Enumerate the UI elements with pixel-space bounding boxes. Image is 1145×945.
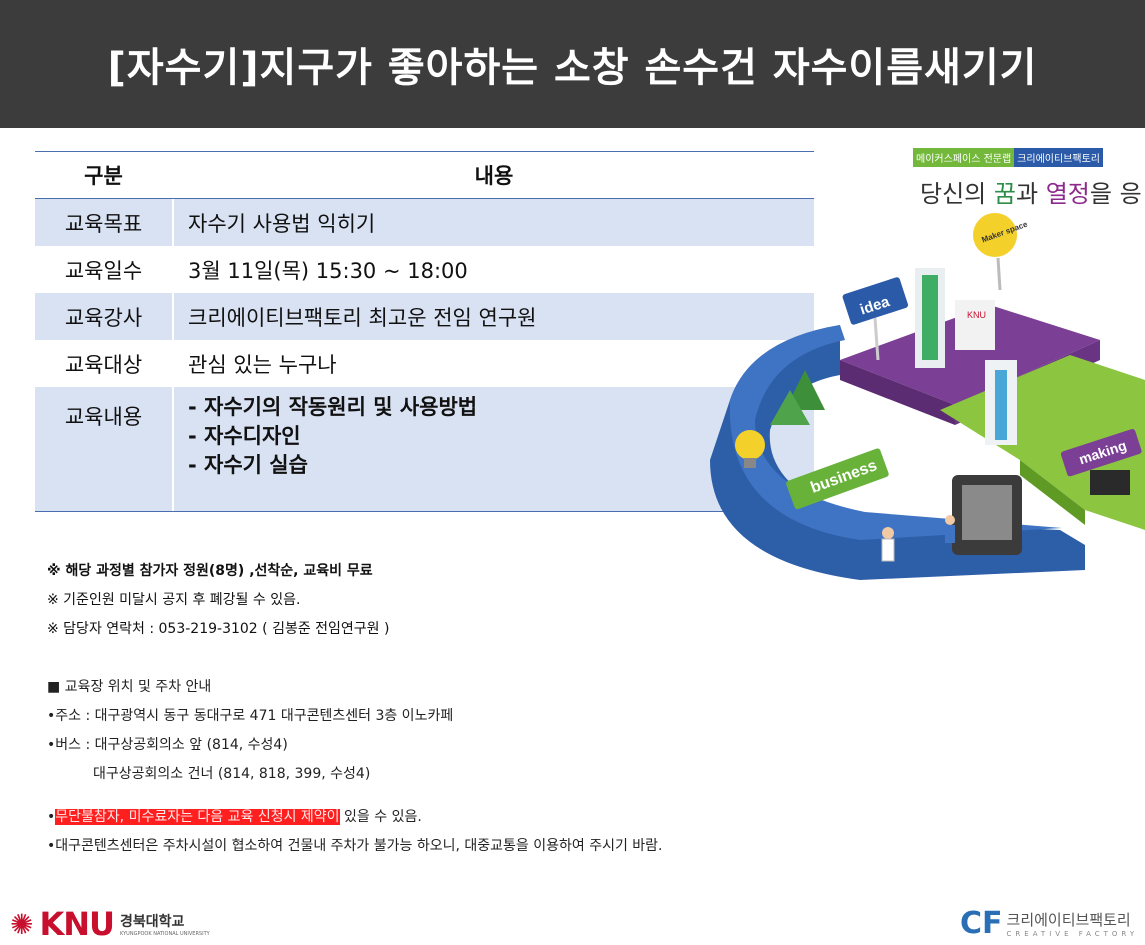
row-value-date: 3월 11일(목) 15:30 ~ 18:00 bbox=[172, 246, 814, 293]
content-item: - 자수디자인 bbox=[188, 424, 301, 448]
info-table: 구분 내용 교육목표 자수기 사용법 익히기 교육일수 3월 11일(목) 15… bbox=[35, 151, 814, 512]
maker-space-badge bbox=[973, 213, 1017, 257]
table-row: 교육강사 크리에이티브팩토리 최고운 전임 연구원 bbox=[35, 293, 814, 340]
warning-bullet: • bbox=[47, 809, 56, 825]
knu-name-kr: 경북대학교 bbox=[120, 914, 185, 930]
lightbulb-icon bbox=[735, 430, 765, 460]
making-sign bbox=[1060, 429, 1142, 477]
badge-makerspace: 메이커스페이스 전문랩 bbox=[913, 148, 1015, 167]
table-header-content: 내용 bbox=[172, 152, 814, 198]
tagline-dream: 꿈 bbox=[993, 180, 1016, 208]
cf-name-kr: 크리에이티브팩토리 bbox=[1006, 911, 1131, 929]
row-value-goal: 자수기 사용법 익히기 bbox=[172, 199, 814, 246]
note-capacity: ※ 해당 과정별 참가자 정원(8명) ,선착순, 교육비 무료 bbox=[47, 563, 373, 579]
location-bus-2: 대구상공회의소 건너 (814, 818, 399, 수성4) bbox=[93, 766, 371, 782]
location-heading: ■ 교육장 위치 및 주차 안내 bbox=[47, 679, 212, 695]
knu-building bbox=[955, 300, 995, 350]
purple-platform bbox=[840, 305, 1100, 405]
row-label-content: 교육내용 bbox=[64, 405, 143, 429]
knu-logo: ✺ KNU 경북대학교 KYUNGPOOK NATIONAL UNIVERSIT… bbox=[10, 905, 210, 943]
table-header-row: 구분 내용 bbox=[35, 152, 814, 199]
table-row: 교육일수 3월 11일(목) 15:30 ~ 18:00 bbox=[35, 246, 814, 293]
tagline-part: 과 bbox=[1015, 180, 1046, 208]
tree-icon bbox=[770, 390, 810, 425]
note-cancel: ※ 기준인원 미달시 공지 후 폐강될 수 있음. bbox=[47, 592, 301, 608]
table-row: 교육내용 - 자수기의 작동원리 및 사용방법 - 자수디자인 - 자수기 실습 bbox=[35, 387, 814, 511]
row-label-goal: 교육목표 bbox=[64, 211, 143, 236]
green-platform-side bbox=[1020, 460, 1085, 525]
row-value-target: 관심 있는 누구나 bbox=[172, 340, 814, 387]
idea-sign bbox=[842, 277, 909, 325]
creative-factory-logo: CF 크리에이티브팩토리 CREATIVE FACTORY bbox=[960, 906, 1138, 941]
spacer bbox=[47, 792, 663, 806]
warning-highlight: 무단불참자, 미수료자는 다음 교육 신청시 제약이 bbox=[55, 809, 340, 825]
chip-icon bbox=[1090, 470, 1130, 495]
note-contact: ※ 담당자 연락처 : 053-219-3102 ( 김봉준 전임연구원 ) bbox=[47, 621, 390, 637]
badge-creative-factory: 크리에이티브팩토리 bbox=[1014, 148, 1103, 167]
warning-line: •무단불참자, 미수료자는 다음 교육 신청시 제약이 있을 수 있음. bbox=[47, 806, 663, 835]
content-item: - 자수기의 작동원리 및 사용방법 bbox=[188, 395, 478, 419]
warning-rest: 있을 수 있음. bbox=[339, 809, 422, 825]
row-value-content: - 자수기의 작동원리 및 사용방법 - 자수디자인 - 자수기 실습 bbox=[172, 387, 814, 511]
illustration-tagline: 당신의 꿈과 열정을 응 bbox=[920, 174, 1145, 209]
makerspace-illustration: KNU idea Maker space business making bbox=[710, 213, 1145, 580]
knu-emblem-icon: ✺ bbox=[10, 907, 34, 941]
knu-sign: KNU bbox=[967, 310, 986, 320]
illustration-badges: 메이커스페이스 전문랩 크리에이티브팩토리 bbox=[913, 148, 1103, 167]
person-icon bbox=[945, 515, 955, 525]
table-row: 교육대상 관심 있는 누구나 bbox=[35, 340, 814, 387]
content-item: - 자수기 실습 bbox=[188, 453, 308, 477]
tagline-part: 당신의 bbox=[920, 180, 994, 208]
cf-name: 크리에이티브팩토리 CREATIVE FACTORY bbox=[1007, 909, 1139, 938]
tagline-passion: 열정 bbox=[1045, 180, 1090, 208]
parking-note: •대구콘텐츠센터은 주차시설이 협소하여 건물내 주차가 불가능 하오니, 대중… bbox=[47, 838, 663, 854]
page-title: [자수기]지구가 좋아하는 소창 손수건 자수이름새기기 bbox=[107, 45, 1038, 91]
purple-platform-side bbox=[840, 360, 955, 425]
row-label-target: 교육대상 bbox=[64, 352, 143, 377]
table-row: 교육목표 자수기 사용법 익히기 bbox=[35, 199, 814, 246]
cf-name-en: CREATIVE FACTORY bbox=[1006, 930, 1139, 938]
location-address: •주소 : 대구광역시 동구 동대구로 471 대구콘텐츠센터 3층 이노카페 bbox=[47, 708, 454, 724]
business-sign bbox=[786, 448, 889, 510]
white-tower-glass bbox=[995, 370, 1007, 440]
row-label-instructor: 교육강사 bbox=[64, 305, 143, 330]
table-header-category: 구분 bbox=[84, 164, 123, 188]
notes: ※ 해당 과정별 참가자 정원(8명) ,선착순, 교육비 무료 ※ 기준인원 … bbox=[47, 560, 389, 647]
row-label-date: 교육일수 bbox=[64, 258, 143, 283]
page-header: [자수기]지구가 좋아하는 소창 손수건 자수이름새기기 bbox=[0, 0, 1145, 128]
location-bus-1: •버스 : 대구상공회의소 앞 (814, 수성4) bbox=[47, 737, 288, 753]
cf-mark: CF bbox=[960, 906, 1003, 941]
person-icon bbox=[882, 527, 894, 539]
row-value-instructor: 크리에이티브팩토리 최고운 전임 연구원 bbox=[172, 293, 814, 340]
location-info: ■ 교육장 위치 및 주차 안내 •주소 : 대구광역시 동구 동대구로 471… bbox=[47, 676, 663, 864]
knu-name: 경북대학교 KYUNGPOOK NATIONAL UNIVERSITY bbox=[120, 911, 210, 937]
tagline-part: 을 응 bbox=[1089, 180, 1142, 208]
knu-name-en: KYUNGPOOK NATIONAL UNIVERSITY bbox=[120, 931, 210, 937]
knu-wordmark: KNU bbox=[39, 905, 115, 943]
tower-glass bbox=[922, 275, 938, 360]
